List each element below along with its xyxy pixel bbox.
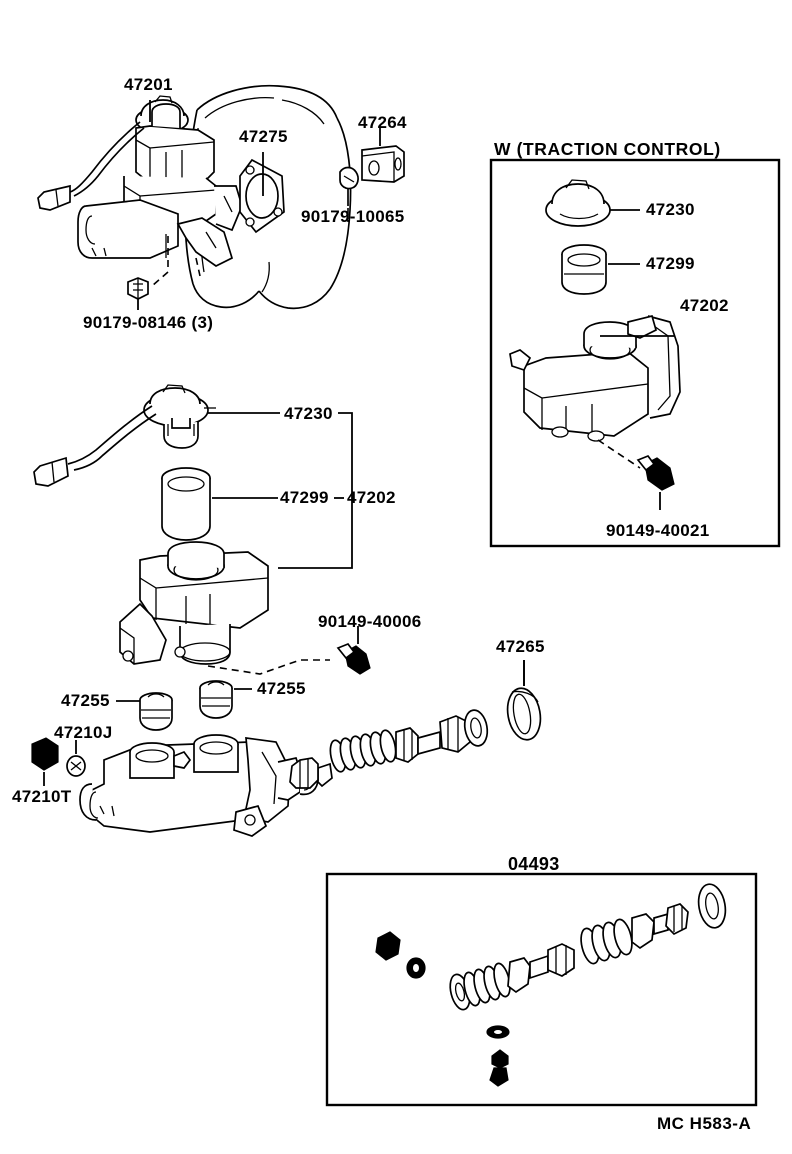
- label-traction-47202: 47202: [680, 296, 729, 315]
- clip-10065-icon: [339, 166, 359, 222]
- label-47255-right: 47255: [257, 679, 306, 698]
- booster-master-cylinder-assembly: [37, 95, 243, 287]
- gasket-47275-icon: [239, 158, 285, 234]
- screw-40021-icon: [636, 454, 675, 510]
- piston-spring-assembly: [289, 660, 542, 789]
- label-04493: 04493: [508, 854, 560, 874]
- leader-lines: [116, 100, 674, 702]
- label-90149-40006: 90149-40006: [318, 612, 422, 631]
- label-90149-40021: 90149-40021: [606, 521, 710, 540]
- label-47275: 47275: [239, 127, 288, 146]
- label-47210T: 47210T: [12, 787, 72, 806]
- traction-control-title: W (TRACTION CONTROL): [494, 139, 721, 159]
- label-47202-main: 47202: [347, 488, 396, 507]
- traction-reservoir-assembly: [509, 179, 681, 469]
- plug-47210t-icon: [31, 737, 59, 786]
- grommet-47255-left-icon: [139, 692, 173, 731]
- grommet-47255-right-icon: [199, 680, 233, 719]
- label-47201: 47201: [124, 75, 173, 94]
- seal-ring-47265-icon: [506, 687, 542, 741]
- label-90179-10065: 90179-10065: [301, 207, 405, 226]
- label-47255-left: 47255: [61, 691, 110, 710]
- label-traction-47230: 47230: [646, 200, 695, 219]
- plug-47210j-icon: [66, 740, 86, 777]
- label-traction-47299: 47299: [646, 254, 695, 273]
- label-47265: 47265: [496, 637, 545, 656]
- label-47264: 47264: [358, 113, 407, 132]
- label-90179-08146: 90179-08146 (3): [83, 313, 214, 332]
- label-47299-main: 47299: [280, 488, 329, 507]
- label-47230-main: 47230: [284, 404, 333, 423]
- repair-kit-contents: [375, 883, 727, 1087]
- reservoir-exploded-assembly: [33, 384, 330, 675]
- nut-08146-icon: [127, 277, 149, 310]
- repair-kit-frame: [325, 872, 758, 1107]
- washer-icon: [463, 709, 489, 747]
- screw-40006-icon: [336, 626, 371, 675]
- traction-control-frame: [489, 158, 781, 548]
- sheet-code: MC H583-A: [657, 1114, 752, 1133]
- label-47210J: 47210J: [54, 723, 113, 742]
- clevis-47264-icon: [361, 128, 405, 183]
